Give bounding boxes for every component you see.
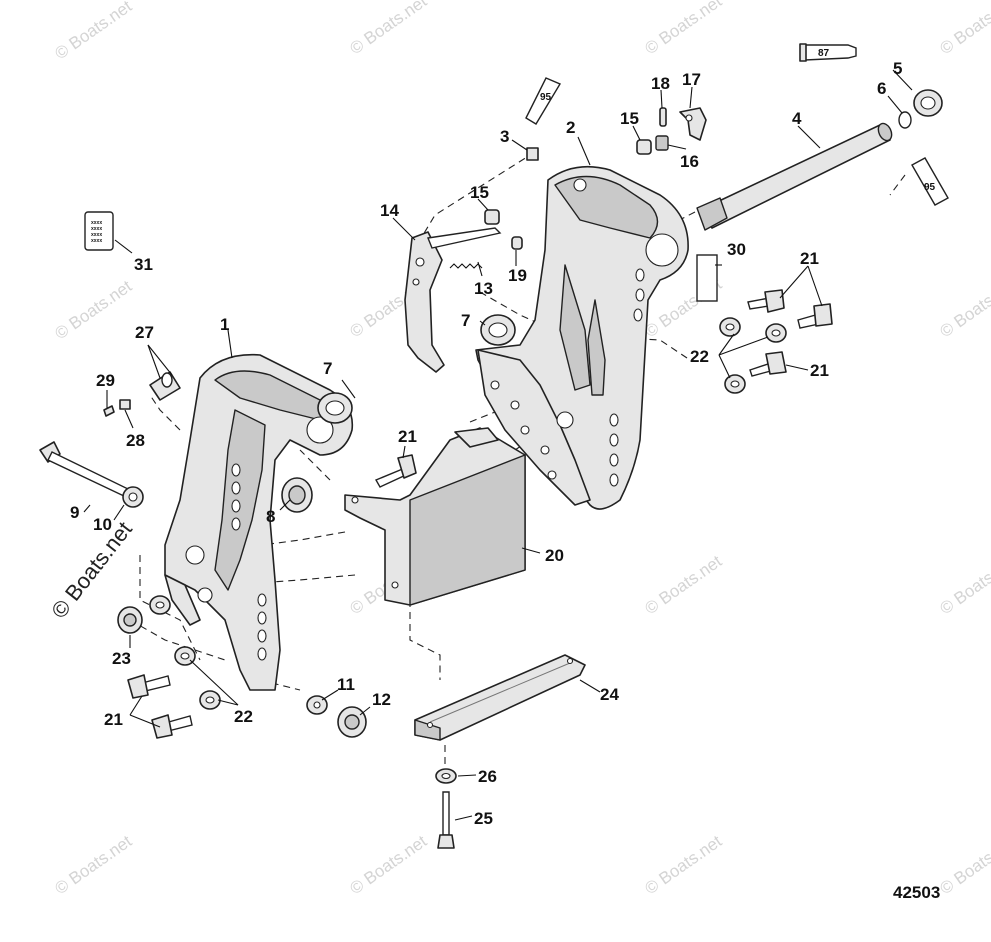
hardware — [39, 89, 943, 849]
callout-27: 27 — [135, 323, 154, 342]
watermark: © Boats.net — [51, 831, 135, 898]
callout-29: 29 — [96, 371, 115, 390]
callout-17: 17 — [682, 70, 701, 89]
pivot-bore — [306, 416, 334, 444]
watermark: © Boats.net — [936, 0, 991, 58]
lubricant-tube-87: 87 — [799, 43, 857, 62]
bottom-plate — [414, 654, 586, 741]
decal-text: xxxx — [91, 220, 102, 226]
callout-11: 11 — [337, 675, 355, 694]
callout-26: 26 — [478, 767, 497, 786]
callout-22: 22 — [690, 347, 709, 366]
clamp-bracket-port — [164, 353, 354, 691]
tilt-lock-lever — [404, 227, 502, 373]
callout-18: 18 — [651, 74, 670, 93]
tube-label: 95 — [924, 182, 936, 193]
decal-30 — [696, 254, 718, 302]
callout-21: 21 — [398, 427, 417, 446]
leader-lines — [83, 69, 913, 821]
callout-31: 31 — [134, 255, 153, 274]
callout-14: 14 — [380, 201, 399, 220]
callout-20: 20 — [545, 546, 564, 565]
callout-7: 7 — [461, 311, 470, 330]
callout-28: 28 — [126, 431, 145, 450]
callout-21: 21 — [810, 361, 829, 380]
decal-31: xxxx xxxx xxxx xxxx — [84, 211, 114, 251]
watermark: © Boats.net — [936, 831, 991, 898]
callout-5: 5 — [893, 59, 902, 78]
tube-label: 87 — [818, 48, 830, 59]
decal-text: xxxx — [91, 226, 102, 232]
callout-16: 16 — [680, 152, 699, 171]
callout-19: 19 — [508, 266, 527, 285]
callout-15: 15 — [470, 183, 489, 202]
callout-1: 1 — [220, 315, 229, 334]
watermark: © Boats.net — [51, 0, 135, 63]
adjustment-holes — [609, 268, 645, 487]
callout-21: 21 — [104, 710, 123, 729]
tilt-tube — [696, 122, 893, 231]
callout-4: 4 — [792, 109, 802, 128]
callout-labels: 1 2 3 4 5 6 7 7 8 9 10 11 12 13 14 15 15… — [70, 59, 902, 828]
callout-24: 24 — [600, 685, 619, 704]
watermark-prominent: © Boats.net — [46, 517, 137, 623]
watermark: © Boats.net — [641, 0, 725, 58]
transom-plate — [344, 427, 526, 606]
tube-label: 95 — [540, 92, 552, 103]
watermark: © Boats.net — [641, 831, 725, 898]
clamp-bracket-starboard — [475, 165, 689, 510]
watermark: © Boats.net — [51, 276, 135, 343]
watermark: © Boats.net — [936, 551, 991, 618]
callout-22: 22 — [234, 707, 253, 726]
watermark: © Boats.net — [346, 831, 430, 898]
callout-8: 8 — [266, 507, 275, 526]
callout-15: 15 — [620, 109, 639, 128]
callout-30: 30 — [727, 240, 746, 259]
decal-text: xxxx — [91, 238, 102, 244]
callout-21: 21 — [800, 249, 819, 268]
lubricant-tube-95-upper: 95 — [525, 77, 562, 125]
callout-13: 13 — [474, 279, 493, 298]
callout-25: 25 — [474, 809, 493, 828]
adjustment-holes — [231, 463, 267, 661]
callout-9: 9 — [70, 503, 79, 522]
diagram-number: 42503 — [893, 883, 940, 902]
callout-2: 2 — [566, 118, 575, 137]
watermark: © Boats.net — [936, 274, 991, 341]
decal-text: xxxx — [91, 232, 102, 238]
watermark: © Boats.net — [346, 0, 430, 58]
callout-3: 3 — [500, 127, 509, 146]
callout-12: 12 — [372, 690, 391, 709]
callout-6: 6 — [877, 79, 886, 98]
lubricant-tube-95-right: 95 — [911, 157, 949, 206]
watermark: © Boats.net — [641, 551, 725, 618]
pivot-bore — [645, 233, 679, 267]
callout-7: 7 — [323, 359, 332, 378]
callout-23: 23 — [112, 649, 131, 668]
callout-10: 10 — [93, 515, 112, 534]
